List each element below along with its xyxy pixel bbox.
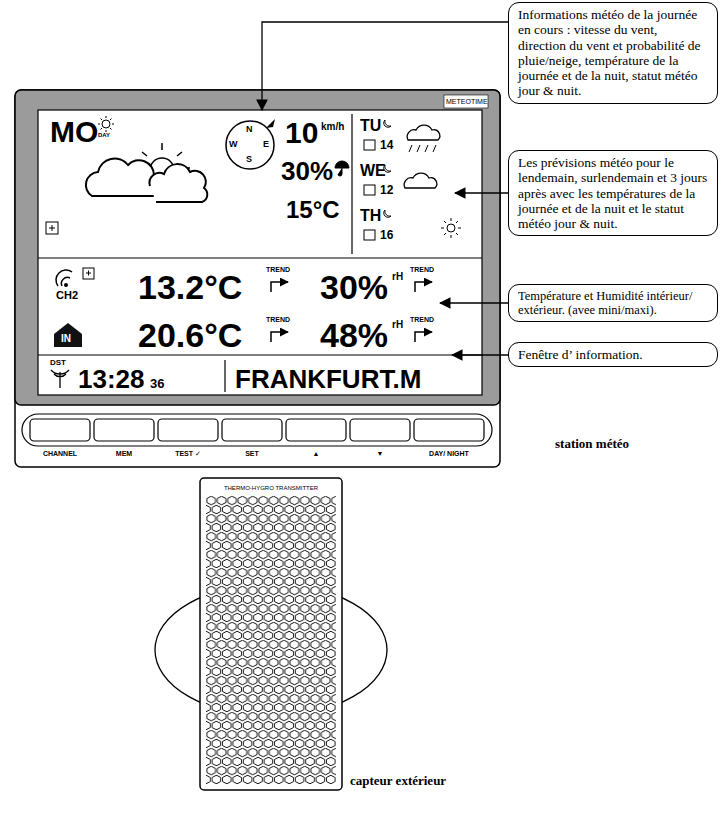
display-reading: DAY — [98, 132, 110, 138]
display-reading: E — [263, 140, 269, 149]
callout-text: Les prévisions météo pour le lendemain, … — [518, 155, 708, 231]
callout-text: Température et Humidité intérieur/ extér… — [518, 289, 708, 317]
display-reading: 16 — [380, 229, 393, 241]
display-reading: 48% — [320, 318, 388, 352]
callout-box: Fenêtre d’ information. — [508, 342, 718, 367]
display-reading: S — [246, 155, 252, 164]
button-label: MEM — [94, 450, 154, 457]
display-reading: 10 — [285, 118, 318, 148]
button-label: TEST ✓ — [158, 450, 218, 457]
leader-line — [455, 192, 508, 193]
display-reading: 20.6°C — [138, 318, 242, 352]
button-label: ▲ — [286, 450, 346, 457]
leader-line — [440, 302, 508, 303]
display-reading: rH — [392, 320, 403, 330]
brand-badge: METEOTIME — [446, 98, 486, 105]
display-reading: TREND — [410, 266, 434, 273]
display-reading: DST — [50, 359, 66, 367]
callout-box: Informations météo de la journée en cour… — [508, 2, 718, 104]
display-reading: 13:28 — [78, 366, 145, 392]
display-reading: 15°C — [286, 198, 340, 222]
leader-line — [452, 354, 508, 355]
callout-box: Les prévisions météo pour le lendemain, … — [508, 150, 718, 236]
display-reading: 13.2°C — [138, 270, 242, 304]
display-reading: N — [246, 125, 253, 134]
callout-text: Informations météo de la journée en cour… — [518, 7, 708, 99]
display-reading: TREND — [410, 316, 434, 323]
display-reading: 36 — [150, 377, 164, 390]
callout-text: Fenêtre d’ information. — [518, 347, 708, 362]
display-reading: rH — [392, 272, 403, 282]
display-reading: IN — [61, 334, 71, 344]
display-reading: TU — [360, 118, 381, 134]
display-reading: CH2 — [56, 290, 78, 301]
button-label: CHANNEL — [30, 450, 90, 457]
display-reading: MO — [50, 117, 98, 147]
button-label: SET — [222, 450, 282, 457]
display-reading: TH — [360, 208, 381, 224]
display-reading: 30% — [320, 270, 388, 304]
display-reading: WE — [360, 163, 386, 179]
display-reading: TREND — [266, 266, 290, 273]
callout-box: Température et Humidité intérieur/ extér… — [508, 284, 718, 322]
part-name: station météo — [555, 437, 629, 450]
button-label: DAY/ NIGHT — [414, 450, 484, 457]
part-name: capteur extérieur — [350, 774, 446, 787]
display-reading: 14 — [380, 139, 393, 151]
sensor-text: THERMO-HYGRO TRANSMITTER — [200, 485, 342, 491]
button-label: ▼ — [350, 450, 410, 457]
display-reading: W — [229, 140, 238, 149]
display-reading: 12 — [380, 184, 393, 196]
display-reading: km/h — [321, 122, 344, 132]
leader-line — [262, 22, 508, 110]
display-reading: FRANKFURT.M — [235, 366, 421, 392]
display-reading: TREND — [266, 316, 290, 323]
display-reading: 30% — [281, 158, 333, 184]
